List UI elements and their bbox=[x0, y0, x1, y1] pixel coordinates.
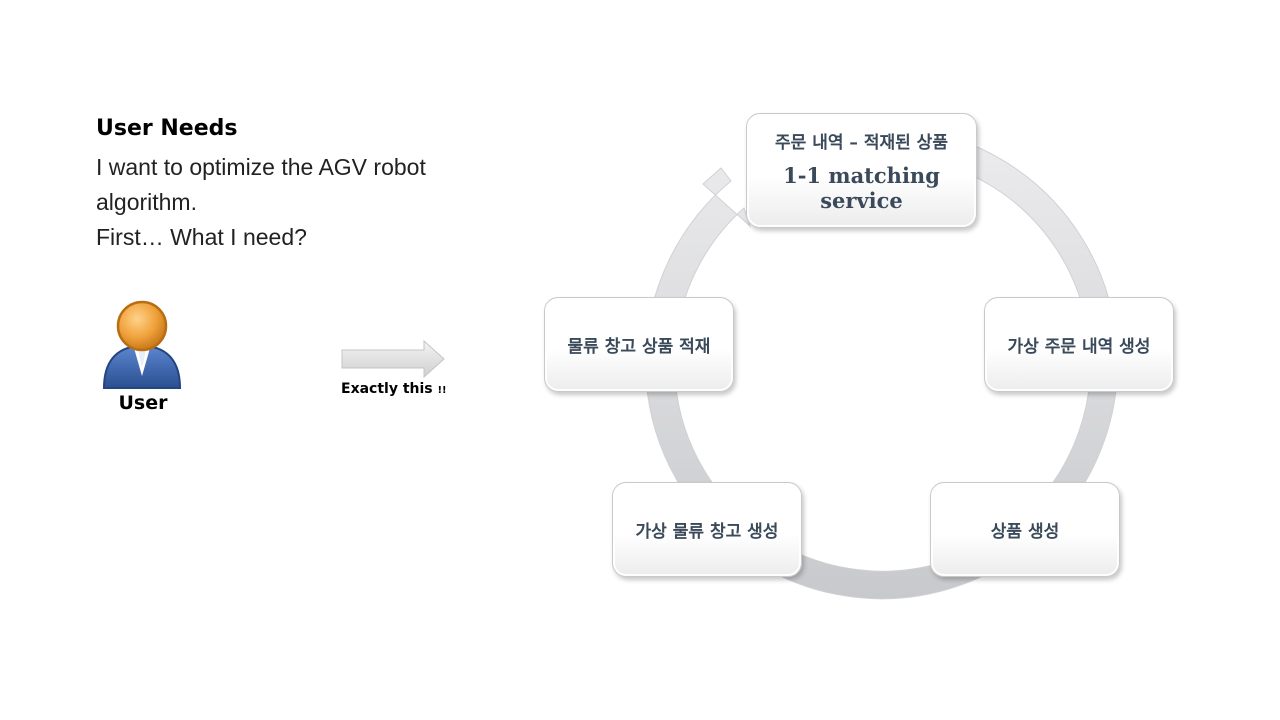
node-label: 가상 물류 창고 생성 bbox=[635, 522, 779, 542]
node-label: 주문 내역 – 적재된 상품 bbox=[775, 133, 948, 153]
user-needs-block: User Needs I want to optimize the AGV ro… bbox=[96, 114, 516, 255]
user-needs-title: User Needs bbox=[96, 116, 238, 141]
node-label: 상품 생성 bbox=[990, 522, 1060, 542]
node-label: 물류 창고 상품 적재 bbox=[567, 337, 711, 357]
user-needs-line: I want to optimize the AGV robot bbox=[96, 154, 426, 180]
arrow-caption-mark: !! bbox=[437, 385, 447, 396]
arrow-caption: Exactly this !! bbox=[341, 381, 447, 397]
cycle-node-virtual-warehouse: 가상 물류 창고 생성 bbox=[612, 482, 802, 577]
node-sublabel-line: 1-1 matching bbox=[783, 163, 940, 188]
user-needs-line: First… What I need? bbox=[96, 224, 307, 250]
cycle-node-load-products: 물류 창고 상품 적재 bbox=[544, 297, 734, 392]
user-label: User bbox=[118, 392, 168, 414]
arrow-caption-text: Exactly this bbox=[341, 381, 433, 397]
cycle-node-matching: 주문 내역 – 적재된 상품 1-1 matching service bbox=[746, 113, 977, 228]
node-label: 가상 주문 내역 생성 bbox=[1007, 337, 1151, 357]
user-icon bbox=[98, 296, 188, 396]
cycle-node-virtual-orders: 가상 주문 내역 생성 bbox=[984, 297, 1174, 392]
user-needs-line: algorithm. bbox=[96, 189, 197, 215]
cycle-node-create-products: 상품 생성 bbox=[930, 482, 1120, 577]
right-arrow-icon bbox=[340, 339, 450, 385]
node-sublabel: 1-1 matching service bbox=[783, 163, 940, 213]
node-sublabel-line: service bbox=[820, 188, 903, 213]
